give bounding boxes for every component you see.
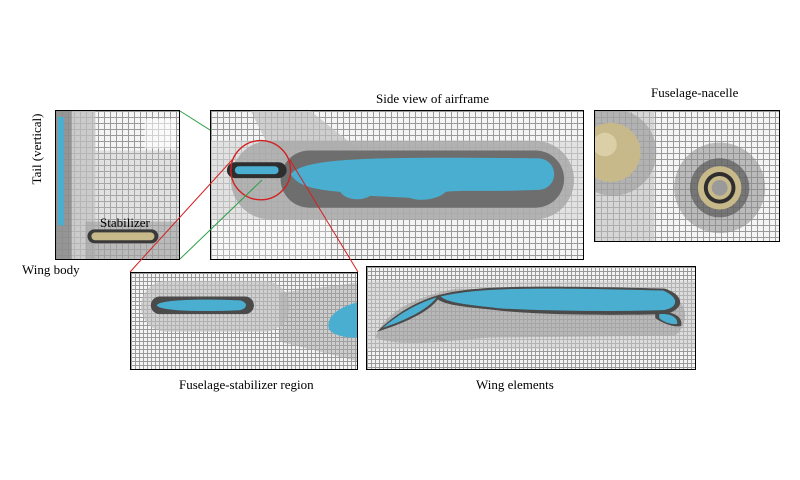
stabilizer-region-body xyxy=(156,299,246,311)
wing-body-label: Wing body xyxy=(22,262,80,277)
wing-main-element xyxy=(440,288,676,311)
fuselage-nose-body xyxy=(328,302,357,338)
tail-stabilizer-panel: Stabilizer xyxy=(55,110,180,260)
fuselage-stabilizer-title: Fuselage-stabilizer region xyxy=(179,377,314,392)
wing-elements-title: Wing elements xyxy=(476,377,554,392)
side-view-stabilizer-body xyxy=(234,166,279,175)
tail-vertical-label: Tail (vertical) xyxy=(29,113,44,185)
fuselage-stabilizer-mesh xyxy=(140,280,357,362)
stabilizer-body xyxy=(91,232,155,241)
stabilizer-label: Stabilizer xyxy=(100,215,150,230)
side-view-mesh xyxy=(211,111,583,259)
tail-vertical-body xyxy=(57,116,64,226)
wing-slat-element xyxy=(382,297,437,328)
side-view-panel xyxy=(210,110,584,260)
wing-flap-element xyxy=(659,313,678,325)
fuselage-nacelle-title: Fuselage-nacelle xyxy=(651,85,739,100)
wing-elements-mesh xyxy=(367,280,695,350)
tail-stabilizer-mesh xyxy=(56,111,179,259)
fuselage-nacelle-mesh xyxy=(595,111,766,241)
fuselage-nacelle-panel xyxy=(594,110,780,242)
side-view-title: Side view of airframe xyxy=(376,91,489,106)
wing-elements-panel xyxy=(366,266,696,370)
green-connector-top xyxy=(179,110,211,131)
fuselage-stabilizer-panel xyxy=(130,272,358,370)
